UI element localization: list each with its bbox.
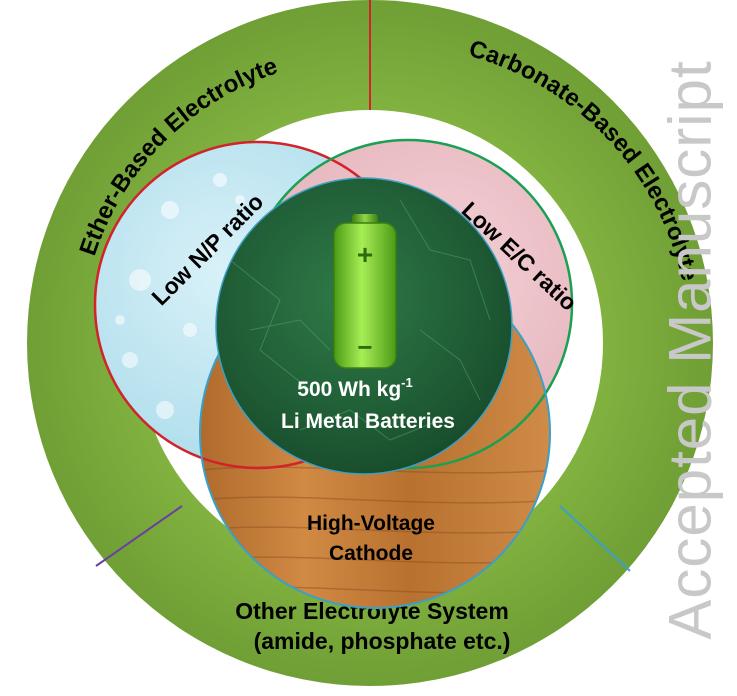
watermark: Accepted Manuscript: [656, 60, 724, 640]
energy-density-label: 500 Wh kg-1: [297, 375, 412, 401]
cathode-label-2: Cathode: [329, 542, 413, 565]
battery-minus: −: [357, 332, 372, 362]
battery-icon: + −: [333, 214, 397, 369]
battery-plus: +: [357, 239, 373, 270]
ring-divider-left: [95, 505, 183, 567]
cathode-label-1: High-Voltage: [307, 512, 435, 535]
other-electrolyte-label-2: (amide, phosphate etc.): [254, 628, 511, 654]
ring-divider-right: [559, 505, 631, 572]
li-metal-batteries-label: Li Metal Batteries: [281, 410, 455, 433]
